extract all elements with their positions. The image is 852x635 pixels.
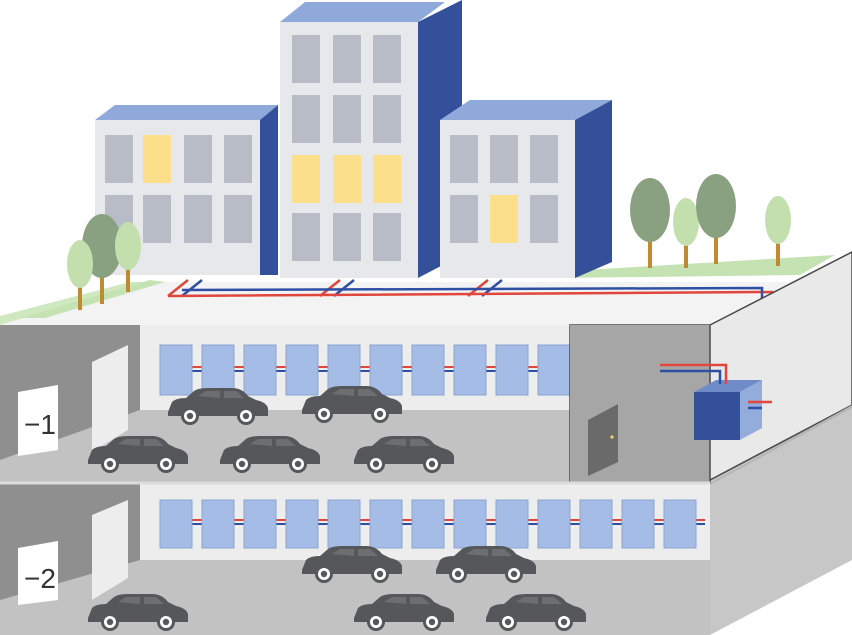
level-minus-2: −2 xyxy=(0,483,710,635)
lawn-right xyxy=(560,255,835,278)
building-right xyxy=(440,100,612,278)
door-icon xyxy=(588,404,618,476)
heat-pump-icon xyxy=(694,380,762,440)
level-label: −2 xyxy=(24,563,56,594)
tree-icon xyxy=(673,198,699,268)
entrance-door xyxy=(92,345,128,452)
tree-icon xyxy=(696,174,736,264)
entrance-door xyxy=(92,500,128,600)
radiant-panels-l2 xyxy=(159,499,705,549)
level-label: −1 xyxy=(24,409,56,440)
tree-icon xyxy=(630,178,670,268)
tree-icon xyxy=(765,196,791,266)
tree-icon xyxy=(115,222,141,292)
building-center xyxy=(280,0,462,278)
